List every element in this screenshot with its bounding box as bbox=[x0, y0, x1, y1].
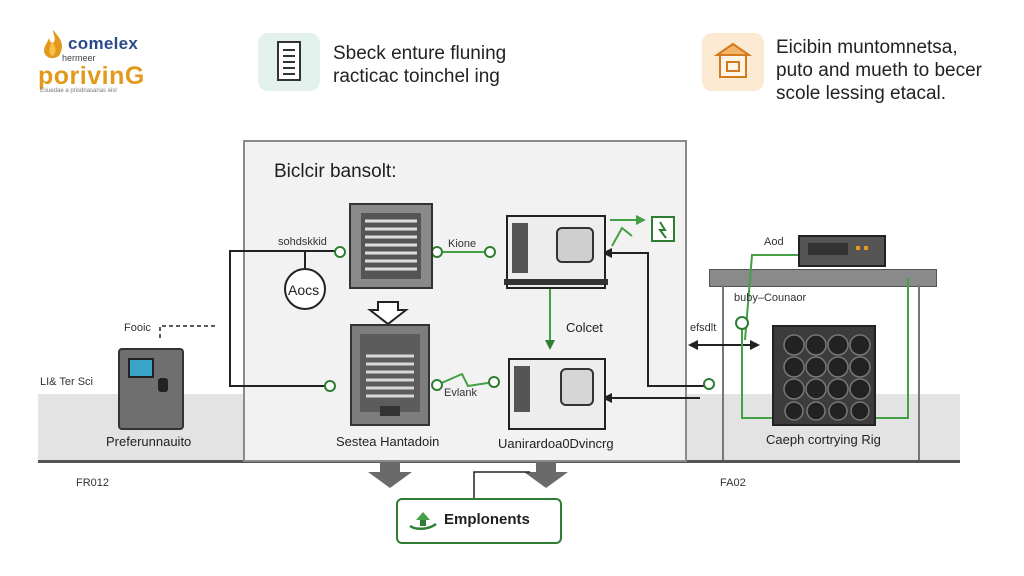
center-unit-label: Sestea Hantadoin bbox=[336, 434, 440, 449]
network-router bbox=[798, 235, 886, 267]
fr-left-label: FR012 bbox=[76, 477, 110, 489]
router-led-icon bbox=[856, 246, 860, 250]
fooic-label: Fooic bbox=[124, 322, 151, 334]
components-badge: Emplonents bbox=[396, 498, 562, 544]
mining-rig bbox=[772, 325, 876, 426]
right-unit-label: Uanirardoa0Dvincrg bbox=[498, 436, 614, 451]
unit-panel-icon bbox=[514, 366, 530, 412]
fr-right-label: FA02 bbox=[720, 477, 746, 489]
cabinet-handle-icon bbox=[158, 378, 168, 392]
colet-label: Colcet bbox=[566, 320, 603, 335]
evlank-label: Evlank bbox=[444, 387, 478, 399]
tank-icon bbox=[556, 227, 594, 263]
router-slot-icon bbox=[808, 243, 848, 255]
warehouse-box-icon bbox=[702, 33, 764, 91]
sensor-label: sohdskkid bbox=[278, 236, 327, 248]
rig-shelf bbox=[709, 269, 937, 287]
panel-title: Biclcir bansolt: bbox=[274, 161, 397, 182]
logo-wordmark-top: comelex bbox=[68, 34, 139, 53]
rig-post-left bbox=[722, 285, 724, 460]
processing-unit-top bbox=[504, 215, 608, 289]
tip-2-text: Eicibin muntomnetsa, puto and mueth to b… bbox=[776, 37, 982, 104]
buby-label: buby–Counaor bbox=[734, 292, 807, 304]
logo-wordmark-sub: hermeer bbox=[62, 53, 96, 63]
logo-wordmark-main: porivinG bbox=[38, 62, 145, 90]
components-badge-label: Emplonents bbox=[444, 511, 530, 528]
recycle-hand-icon bbox=[409, 512, 437, 530]
tip-1-text: Sbeck enture fluning racticac toinchel i… bbox=[333, 43, 507, 87]
document-list-icon bbox=[258, 33, 320, 91]
flame-logo-icon bbox=[44, 30, 63, 59]
router-led-icon bbox=[864, 246, 868, 250]
cabinet-screen-icon bbox=[128, 358, 154, 378]
rig-post-right bbox=[918, 285, 920, 460]
heat-exchanger-top bbox=[349, 203, 433, 289]
aod-label: Aod bbox=[764, 236, 784, 248]
rig-label: Caeph cortrying Rig bbox=[766, 432, 881, 447]
processing-unit-bottom bbox=[508, 358, 606, 430]
unit-base bbox=[504, 279, 608, 285]
tank-icon bbox=[560, 368, 594, 406]
kione-label: Kione bbox=[448, 238, 477, 250]
valve-label: Aocs bbox=[288, 282, 320, 298]
left-unit-label: Preferunnauito bbox=[106, 434, 192, 449]
efsdlt-label: efsdlt bbox=[690, 322, 717, 334]
control-cabinet bbox=[118, 348, 184, 430]
logo-tagline: Esuedae a prisdnasanas eisl bbox=[40, 88, 117, 94]
unit-panel-icon bbox=[512, 223, 528, 273]
heat-exchanger-bottom bbox=[350, 324, 430, 426]
left-sensor-label: LI& Ter Sci bbox=[40, 376, 93, 388]
